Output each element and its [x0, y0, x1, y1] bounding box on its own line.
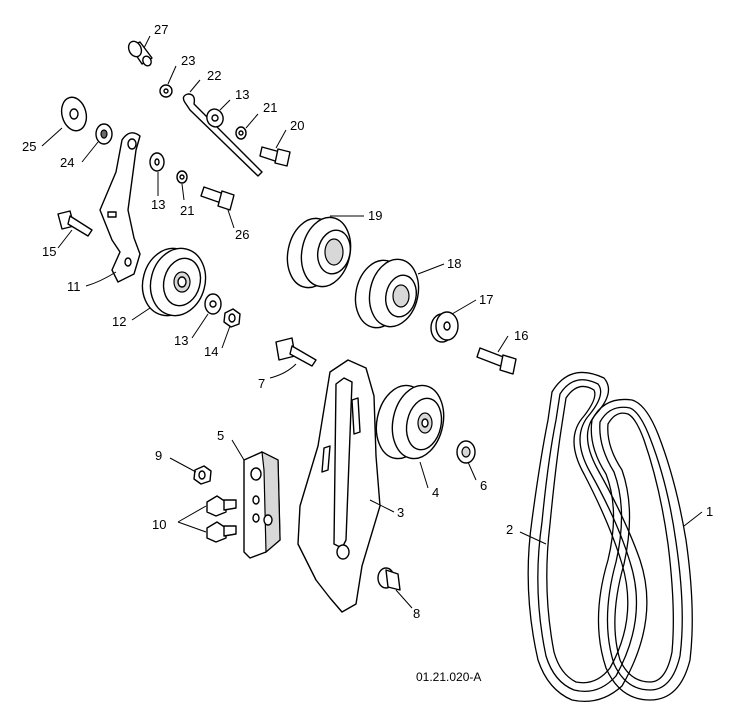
- part-10-flange-bolt-lower: [206, 521, 237, 543]
- part-23-star-washer: [159, 84, 173, 98]
- part-10-flange-bolt-upper: [206, 495, 237, 517]
- callout-27: 27: [154, 22, 168, 37]
- callout-8: 8: [413, 606, 420, 621]
- part-15-bolt: [57, 210, 93, 237]
- callout-14: 14: [204, 344, 218, 359]
- part-20-bolt: [259, 146, 291, 167]
- callout-11: 11: [67, 279, 81, 294]
- part-13-washer-mid: [149, 152, 165, 172]
- part-17-spacer: [430, 311, 459, 343]
- callout-15: 15: [42, 244, 56, 259]
- part-18-pulley: [354, 258, 420, 329]
- callout-3: 3: [397, 505, 404, 520]
- part-26-bolt: [200, 186, 235, 211]
- callout-7: 7: [258, 376, 265, 391]
- part-14-nut: [223, 308, 241, 328]
- callout-18: 18: [447, 256, 461, 271]
- callout-12: 12: [112, 314, 126, 329]
- callout-21-mid: 21: [180, 203, 194, 218]
- part-21-lock-washer-mid: [176, 170, 188, 184]
- callout-13-lower: 13: [174, 333, 188, 348]
- callout-17: 17: [479, 292, 493, 307]
- part-16-bolt: [476, 347, 517, 375]
- callout-26: 26: [235, 227, 249, 242]
- part-27-bolt: [127, 40, 153, 67]
- part-3-mounting-plate: [297, 359, 381, 613]
- callout-13-mid: 13: [151, 197, 165, 212]
- callout-10: 10: [152, 517, 166, 532]
- part-25-large-washer: [60, 96, 88, 132]
- callout-16: 16: [514, 328, 528, 343]
- callout-20: 20: [290, 118, 304, 133]
- callout-19: 19: [368, 208, 382, 223]
- callout-1: 1: [706, 504, 713, 519]
- part-24-bushing: [95, 123, 113, 145]
- callout-22: 22: [207, 68, 221, 83]
- part-13-washer-lower: [204, 293, 222, 315]
- leader-lines: [41, 35, 703, 609]
- callout-25: 25: [22, 139, 36, 154]
- part-22-rod: [182, 93, 263, 177]
- callout-23: 23: [181, 53, 195, 68]
- callout-6: 6: [480, 478, 487, 493]
- figure-code: 01.21.020-A: [416, 670, 481, 684]
- part-21-lock-washer-top: [235, 126, 247, 140]
- part-12-idler-pulley: [141, 247, 207, 317]
- part-4-idler-pulley: [375, 384, 445, 460]
- callout-21-top: 21: [263, 100, 277, 115]
- callout-24: 24: [60, 155, 74, 170]
- callout-4: 4: [432, 485, 439, 500]
- part-9-nut: [193, 465, 212, 485]
- part-11-arm-bracket: [99, 132, 141, 283]
- part-6-nut: [456, 440, 476, 464]
- callout-5: 5: [217, 428, 224, 443]
- part-2-belt: [527, 371, 648, 703]
- part-5-bracket-plate: [243, 450, 281, 559]
- callout-13-top: 13: [235, 87, 249, 102]
- callout-labels: 27 23 22 13 21 20 25 24 13 21 26 19 15 1…: [22, 22, 713, 621]
- part-8-pin: [377, 567, 401, 591]
- callout-9: 9: [155, 448, 162, 463]
- part-13-washer-top: [206, 108, 224, 128]
- part-1-belt: [590, 398, 693, 701]
- callout-2: 2: [506, 522, 513, 537]
- part-19-pulley: [286, 216, 352, 289]
- part-7-bolt: [275, 337, 317, 367]
